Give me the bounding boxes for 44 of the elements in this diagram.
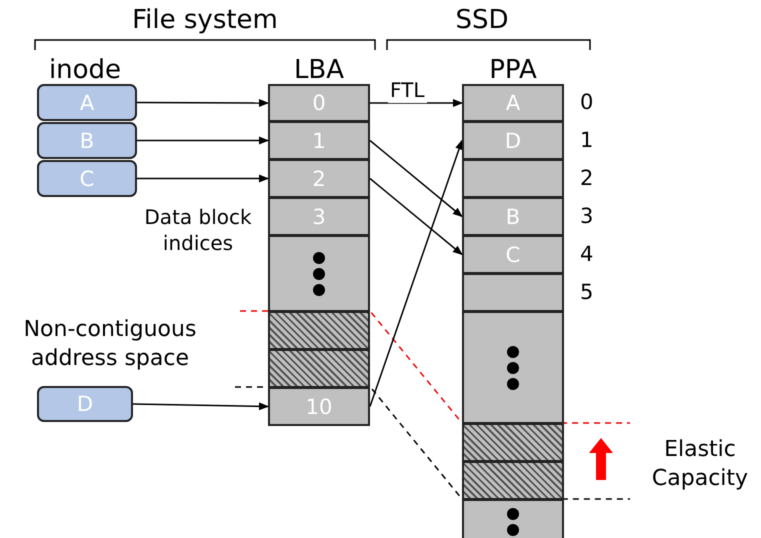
block-cell: A	[462, 84, 564, 122]
note-text: Elastic Capacity	[650, 436, 750, 493]
block-cell	[462, 311, 564, 424]
group-heading: File system	[131, 4, 279, 37]
block-cell: 3	[268, 197, 370, 236]
arrow	[369, 140, 463, 407]
row-index: 0	[580, 89, 594, 116]
block-cell: 10	[268, 387, 370, 426]
block-cell	[462, 273, 564, 312]
hatched-cell	[462, 423, 564, 462]
arrow	[370, 140, 463, 218]
note-text: Data block indices	[143, 204, 253, 256]
row-index: 4	[580, 240, 594, 268]
group-heading: SSD	[454, 4, 510, 37]
note-text: Non-contiguous address space	[22, 316, 198, 373]
block-cell: B	[462, 197, 564, 236]
arrow	[137, 98, 269, 107]
arrow	[132, 402, 269, 410]
block-cell: 2	[268, 159, 370, 198]
column-heading: LBA	[292, 54, 346, 87]
column-heading: PPA	[488, 54, 538, 87]
hatched-cell	[268, 311, 370, 350]
inode-box: D	[37, 386, 133, 422]
column-heading: inode	[48, 54, 122, 87]
block-cell: 1	[268, 121, 370, 160]
row-index: 3	[580, 202, 594, 230]
arrow	[137, 174, 269, 182]
block-cell: 0	[268, 84, 370, 122]
block-cell	[268, 235, 370, 312]
arrow	[370, 99, 463, 107]
inode-box: C	[37, 160, 137, 197]
block-cell	[462, 159, 564, 198]
row-index: 5	[580, 278, 594, 306]
block-cell: C	[462, 235, 564, 274]
block-cell: D	[462, 121, 564, 160]
row-index: 1	[580, 126, 594, 154]
inode-box: A	[37, 84, 137, 121]
block-cell	[462, 499, 564, 538]
row-index: 2	[580, 164, 594, 192]
inode-box: B	[37, 122, 137, 159]
arrow	[370, 178, 463, 256]
hatched-cell	[462, 461, 564, 500]
arrow	[137, 136, 269, 144]
hatched-cell	[268, 349, 370, 388]
